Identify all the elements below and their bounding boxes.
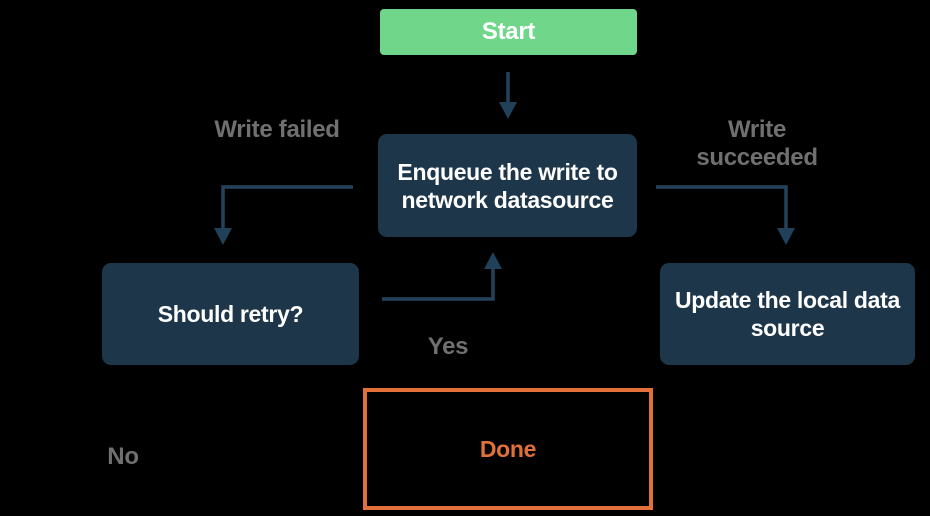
arrow-should-retry-to-enqueue bbox=[382, 252, 502, 301]
node-update-local-label: Update the local data source bbox=[674, 287, 901, 341]
node-enqueue-label: Enqueue the write to network datasource bbox=[397, 158, 618, 213]
arrow-start-to-enqueue bbox=[499, 72, 517, 119]
edge-label-write-failed: Write failed bbox=[214, 116, 340, 143]
node-start-label: Start bbox=[481, 18, 536, 45]
node-enqueue: Enqueue the write to network datasource bbox=[378, 134, 637, 237]
edge-label-no: No bbox=[107, 443, 139, 470]
node-should-retry: Should retry? bbox=[102, 263, 359, 365]
node-update-local: Update the local data source bbox=[660, 263, 915, 365]
node-start: Start bbox=[380, 9, 637, 55]
edge-label-yes: Yes bbox=[427, 333, 469, 360]
arrow-enqueue-to-should-retry bbox=[214, 185, 353, 245]
arrow-enqueue-to-update-local bbox=[656, 185, 795, 245]
node-should-retry-label: Should retry? bbox=[157, 300, 304, 327]
node-done: Done bbox=[363, 388, 653, 510]
edge-label-write-succeeded: Write succeeded bbox=[696, 116, 818, 171]
node-done-label: Done bbox=[479, 435, 537, 462]
